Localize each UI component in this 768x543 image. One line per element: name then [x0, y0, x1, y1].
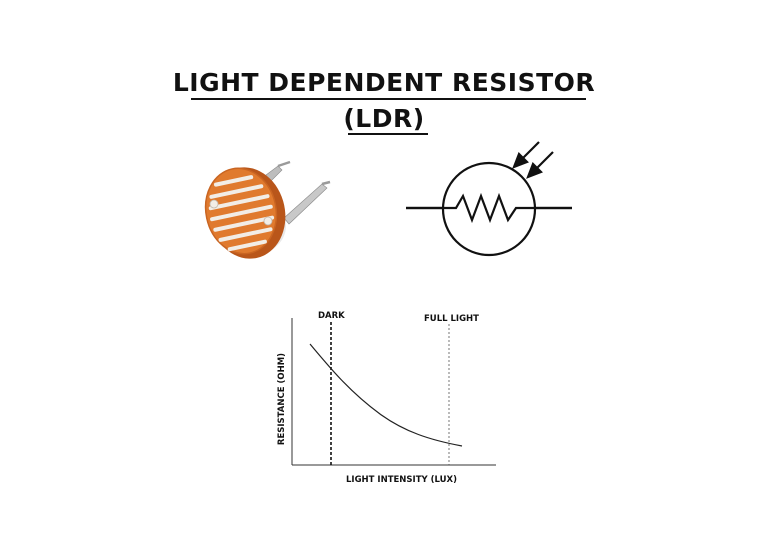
page-subtitle: (LDR) [343, 104, 425, 133]
subtitle-underline [348, 133, 428, 135]
page-title: LIGHT DEPENDENT RESISTOR [172, 68, 596, 97]
ldr-schematic-symbol [406, 161, 572, 257]
ldr-component-image [204, 160, 331, 259]
resistance-curve [309, 343, 463, 447]
resistance-graph [291, 318, 496, 466]
dark-label: DARK [318, 311, 345, 321]
title-underline [191, 98, 586, 100]
light-arrows-icon [512, 141, 554, 179]
full-light-label: FULL LIGHT [424, 314, 479, 324]
x-axis-label: LIGHT INTENSITY (LUX) [346, 475, 457, 485]
content-panel [142, 58, 626, 490]
y-axis-label: RESISTANCE (OHM) [277, 352, 287, 446]
